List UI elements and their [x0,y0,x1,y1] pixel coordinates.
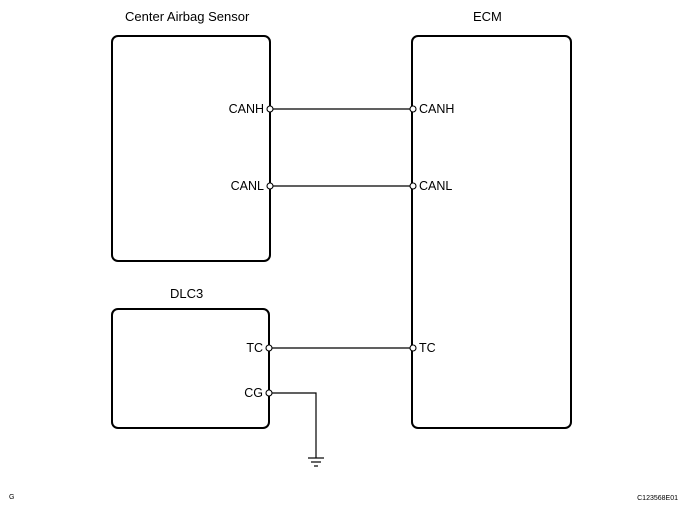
dlc3-tc-terminal [265,344,273,352]
dlc3-tc-label: TC [246,341,263,355]
ecm-tc-terminal [409,344,417,352]
ecm-box [411,35,572,429]
airbag-canh-label: CANH [228,102,264,116]
ecm-canl-terminal [409,182,417,190]
cg-ground-wire [272,392,317,458]
ecm-title: ECM [473,9,502,24]
ground-icon [308,457,324,467]
dlc3-cg-label: CG [244,386,263,400]
dlc3-title: DLC3 [170,286,204,301]
airbag-canl-terminal [266,182,274,190]
dlc3-box [111,308,270,429]
airbag-sensor-box [111,35,271,262]
ecm-canh-label: CANH [419,102,455,116]
airbag-sensor-title: Center Airbag Sensor [125,9,250,24]
ecm-canh-terminal [409,105,417,113]
airbag-canl-label: CANL [230,179,264,193]
figure-code: C123568E01 [637,495,678,502]
dlc3-cg-terminal [265,389,273,397]
airbag-canh-terminal [266,105,274,113]
page-mark: G [9,494,15,501]
ecm-canl-label: CANL [419,179,453,193]
ecm-tc-label: TC [419,341,436,355]
